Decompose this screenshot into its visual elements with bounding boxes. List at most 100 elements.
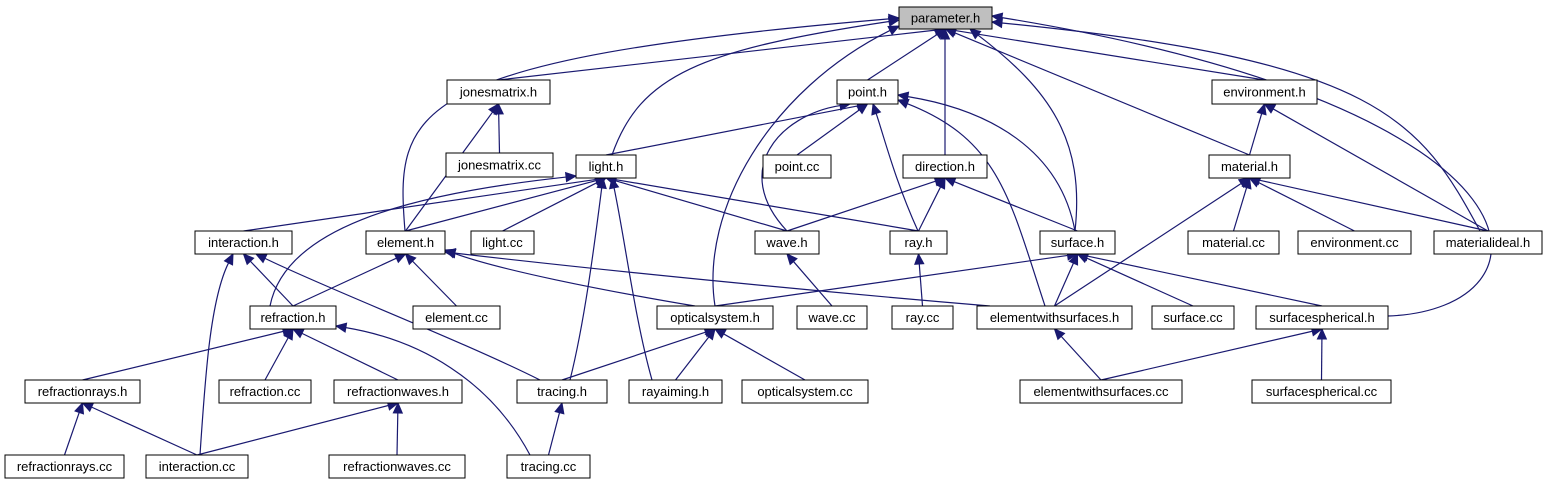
node-environment-cc[interactable]: environment.cc xyxy=(1297,230,1412,255)
edge-ray-h-to-light-h xyxy=(615,179,919,232)
node-material-cc[interactable]: material.cc xyxy=(1187,230,1280,255)
node-label: material.h xyxy=(1221,159,1278,174)
node-box xyxy=(902,154,988,179)
node-tracing-h[interactable]: tracing.h xyxy=(516,379,608,404)
node-opticalsystem-h[interactable]: opticalsystem.h xyxy=(656,305,774,330)
edge-elementwithsurfaces-h-to-point-h xyxy=(907,103,1046,307)
node-box xyxy=(1187,230,1280,255)
edge-ray-h-to-direction-h xyxy=(917,186,942,232)
edge-surface-h-to-point-h xyxy=(907,96,1076,232)
node-label: element.cc xyxy=(425,310,488,325)
edge-refraction-h-to-light-h-arrowhead xyxy=(564,171,578,183)
edge-surfacespherical-cc-to-surfacespherical-h-arrowhead xyxy=(1316,327,1328,340)
node-box xyxy=(898,6,993,30)
nodes-layer: parameter.h jonesmatrix.h point.h environme… xyxy=(4,6,1543,479)
edge-interaction-h-to-light-h xyxy=(243,178,597,232)
node-label: material.cc xyxy=(1202,235,1265,250)
node-box xyxy=(1211,79,1318,105)
edge-ray-cc-to-ray-h xyxy=(918,263,924,307)
node-wave-cc[interactable]: wave.cc xyxy=(796,305,868,330)
node-box xyxy=(333,379,463,404)
node-label: light.h xyxy=(589,159,624,174)
node-surface-h[interactable]: surface.h xyxy=(1039,230,1116,255)
node-refraction-cc[interactable]: refraction.cc xyxy=(218,379,312,404)
edge-elementwithsurfaces-h-to-material-h xyxy=(1054,182,1242,307)
node-box xyxy=(4,454,125,479)
edge-surface-h-to-point-h-arrowhead xyxy=(896,91,910,102)
edge-elementwithsurfaces-h-to-surface-h-arrowhead xyxy=(1068,252,1079,266)
edge-tracing-cc-to-refraction-h xyxy=(345,327,531,456)
node-environment-h[interactable]: environment.h xyxy=(1211,79,1318,105)
node-surfacespherical-h[interactable]: surfacespherical.h xyxy=(1255,305,1389,330)
edge-direction-h-to-parameter-h-arrowhead xyxy=(939,27,951,40)
edge-rayaiming-h-to-opticalsystem-h xyxy=(675,336,710,381)
node-surface-cc[interactable]: surface.cc xyxy=(1151,305,1235,330)
node-label: surfacespherical.h xyxy=(1269,310,1375,325)
edge-point-h-to-parameter-h xyxy=(867,33,938,81)
edge-surface-h-to-parameter-h-arrowhead xyxy=(969,28,982,40)
edge-refractionrays-cc-to-refractionrays-h xyxy=(63,412,80,456)
node-label: refractionrays.h xyxy=(38,384,128,399)
node-refractionrays-h[interactable]: refractionrays.h xyxy=(24,379,141,404)
edge-elementwithsurfaces-h-to-element-h xyxy=(454,252,991,307)
node-ray-cc[interactable]: ray.cc xyxy=(891,305,954,330)
edge-material-h-to-environment-h xyxy=(1248,113,1263,156)
node-wave-h[interactable]: wave.h xyxy=(754,230,820,255)
node-refractionwaves-cc[interactable]: refractionwaves.cc xyxy=(328,454,466,479)
edge-ray-h-to-point-h-arrowhead xyxy=(871,102,882,116)
node-box xyxy=(754,230,820,255)
node-point-h[interactable]: point.h xyxy=(836,79,899,105)
node-light-h[interactable]: light.h xyxy=(575,154,637,179)
node-element-cc[interactable]: element.cc xyxy=(412,305,501,330)
node-jonesmatrix-h[interactable]: jonesmatrix.h xyxy=(446,79,551,105)
node-box xyxy=(446,79,551,105)
edge-element-cc-to-element-h-arrowhead xyxy=(404,253,417,266)
node-direction-h[interactable]: direction.h xyxy=(902,154,988,179)
node-box xyxy=(249,305,337,330)
node-refractionrays-cc[interactable]: refractionrays.cc xyxy=(4,454,125,479)
node-label: ray.cc xyxy=(906,310,940,325)
node-box xyxy=(741,379,869,404)
node-label: point.cc xyxy=(775,159,820,174)
node-label: tracing.cc xyxy=(521,459,577,474)
node-label: environment.cc xyxy=(1310,235,1399,250)
node-box xyxy=(1039,230,1116,255)
node-label: elementwithsurfaces.h xyxy=(990,310,1119,325)
node-refraction-h[interactable]: refraction.h xyxy=(249,305,337,330)
node-element-h[interactable]: element.h xyxy=(365,230,446,255)
node-label: refractionwaves.h xyxy=(347,384,449,399)
edge-jonesmatrix-cc-to-jonesmatrix-h xyxy=(498,113,501,154)
edge-elementwithsurfaces-cc-to-elementwithsurfaces-h xyxy=(1060,335,1102,381)
node-box xyxy=(1208,154,1291,179)
node-point-cc[interactable]: point.cc xyxy=(762,154,832,179)
node-rayaiming-h[interactable]: rayaiming.h xyxy=(628,379,723,404)
edge-wave-h-to-light-h xyxy=(615,180,788,232)
edge-light-cc-to-light-h xyxy=(502,182,598,232)
node-tracing-cc[interactable]: tracing.cc xyxy=(506,454,591,479)
node-label: light.cc xyxy=(482,235,523,250)
node-box xyxy=(365,230,446,255)
node-elementwithsurfaces-cc[interactable]: elementwithsurfaces.cc xyxy=(1019,379,1183,404)
node-parameter-h[interactable]: parameter.h xyxy=(898,6,993,30)
edge-elementwithsurfaces-h-to-surface-h xyxy=(1053,262,1074,307)
node-opticalsystem-cc[interactable]: opticalsystem.cc xyxy=(741,379,869,404)
node-box xyxy=(762,154,832,179)
node-elementwithsurfaces-h[interactable]: elementwithsurfaces.h xyxy=(976,305,1133,330)
edge-wave-h-to-point-h xyxy=(761,104,841,232)
node-surfacespherical-cc[interactable]: surfacespherical.cc xyxy=(1251,379,1392,404)
node-ray-h[interactable]: ray.h xyxy=(889,230,948,255)
node-light-cc[interactable]: light.cc xyxy=(470,230,535,255)
node-jonesmatrix-cc[interactable]: jonesmatrix.cc xyxy=(445,152,554,178)
node-interaction-h[interactable]: interaction.h xyxy=(194,230,293,255)
node-box xyxy=(575,154,637,179)
edge-wave-cc-to-wave-h-arrowhead xyxy=(786,253,798,266)
node-refractionwaves-h[interactable]: refractionwaves.h xyxy=(333,379,463,404)
edge-tracing-h-to-interaction-h xyxy=(264,257,541,381)
node-materialideal-h[interactable]: materialideal.h xyxy=(1433,230,1543,255)
edge-point-cc-to-point-h-arrowhead xyxy=(855,103,869,115)
node-interaction-cc[interactable]: interaction.cc xyxy=(145,454,249,479)
node-label: tracing.h xyxy=(537,384,587,399)
node-label: element.h xyxy=(377,235,434,250)
node-box xyxy=(656,305,774,330)
node-material-h[interactable]: material.h xyxy=(1208,154,1291,179)
